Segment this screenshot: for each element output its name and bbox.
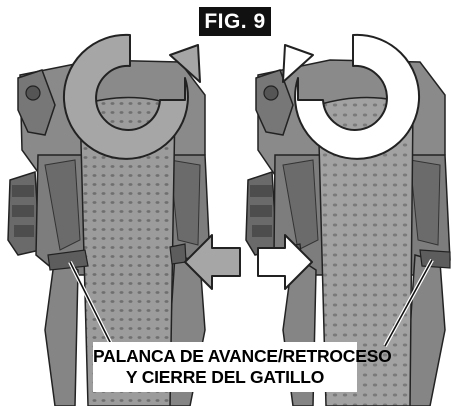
left-pointing-arrow-icon [184,234,241,290]
figure-label: FIG. 9 [199,7,271,36]
caption-line-1: PALANCA DE AVANCE/RETROCESO [93,346,392,366]
caption-line-2: Y CIERRE DEL GATILLO [125,367,325,387]
counterclockwise-rotation-arrow-icon [282,33,421,160]
left-drill-illustration [7,59,211,406]
clockwise-rotation-arrow-icon [62,33,201,160]
right-pointing-arrow-icon [257,234,313,290]
lever-caption: PALANCA DE AVANCE/RETROCESO Y CIERRE DEL… [93,342,392,392]
